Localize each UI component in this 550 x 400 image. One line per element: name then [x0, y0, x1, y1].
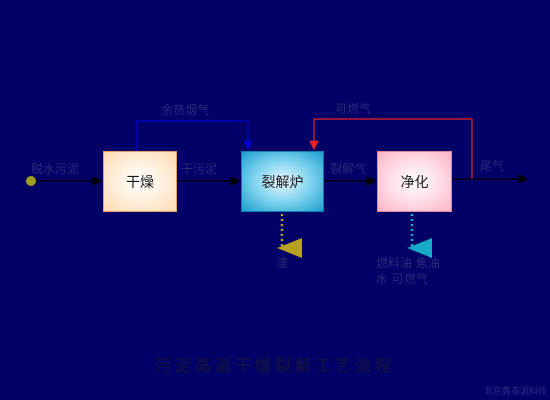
- fuel-loop: [309, 118, 473, 179]
- input-label: 脱水污泥: [31, 162, 80, 176]
- exhaust-label: 尾气: [480, 159, 505, 173]
- products-label-line1: 燃料油 焦油: [376, 256, 440, 270]
- credit-text: 北京鑫泰源科技: [483, 387, 547, 397]
- pyrolysis-furnace-label: 裂解炉: [261, 174, 304, 191]
- pyrolysis-furnace-node: 裂解炉: [241, 151, 324, 212]
- recycle-loop: [136, 120, 253, 151]
- diagram-title: 污泥高温干馏裂解工艺流程: [154, 356, 395, 375]
- dried-label: 干污泥: [181, 162, 218, 176]
- pyro-gas-label: 裂解气: [330, 162, 367, 176]
- purification-node: 净化: [377, 151, 452, 212]
- input-dot: [26, 176, 36, 186]
- purification-label: 净化: [400, 174, 429, 191]
- products-label-line2: 水 可燃气: [376, 272, 428, 286]
- recycle-gas-label: 余热烟气: [161, 103, 210, 117]
- dry-node: 干燥: [103, 151, 177, 212]
- residue-label: 渣: [276, 256, 289, 270]
- fuel-gas-label: 可燃气: [335, 102, 372, 116]
- dry-node-label: 干燥: [126, 174, 154, 191]
